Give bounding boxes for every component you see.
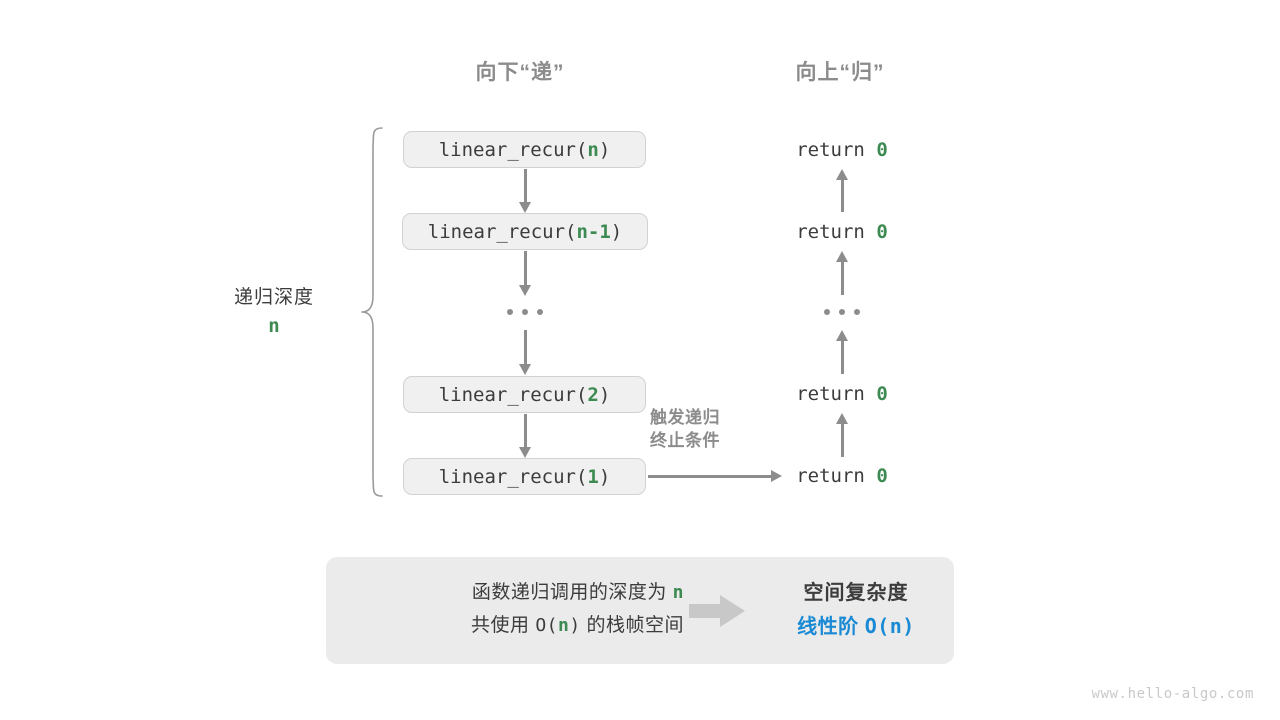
return-value-2: 0 <box>876 221 888 243</box>
summary-line-2-text-a: 共使用 <box>471 614 530 636</box>
summary-result: 线性阶 O(n) <box>766 610 946 644</box>
return-value-1: 0 <box>876 139 888 161</box>
trigger-note: 触发递归 终止条件 <box>650 406 780 452</box>
return-label-4: return 0 <box>762 465 922 487</box>
call-box-n-prefix: linear_recur( <box>438 138 588 161</box>
summary-line-1-text: 函数递归调用的深度为 <box>471 582 667 603</box>
return-keyword-2: return <box>796 221 865 243</box>
summary-line-2-bigo-open: O( <box>535 614 559 636</box>
depth-brace-icon <box>361 127 383 497</box>
arrow-down-2 <box>518 251 532 296</box>
call-column-ellipsis <box>507 309 543 315</box>
return-keyword-3: return <box>796 383 865 405</box>
call-box-n-suffix: ) <box>598 138 611 161</box>
call-box-1-suffix: ) <box>598 465 611 488</box>
arrow-up-4 <box>835 413 849 457</box>
summary-right-text: 空间复杂度 线性阶 O(n) <box>766 577 946 644</box>
arrow-up-2 <box>835 251 849 295</box>
call-box-1: linear_recur(1) <box>403 458 646 495</box>
call-box-n-minus-1-prefix: linear_recur( <box>427 220 577 243</box>
call-box-n-minus-1-suffix: ) <box>610 220 623 243</box>
return-label-1: return 0 <box>762 139 922 161</box>
summary-line-2-var: n <box>558 614 570 636</box>
arrow-down-3 <box>518 330 532 375</box>
watermark: www.hello-algo.com <box>1091 686 1254 702</box>
return-value-4: 0 <box>876 465 888 487</box>
summary-left-text: 函数递归调用的深度为 n 共使用 O(n) 的栈帧空间 <box>354 577 684 642</box>
call-box-2-prefix: linear_recur( <box>438 383 588 406</box>
column-header-descend: 向下“递” <box>475 61 565 84</box>
summary-title: 空间复杂度 <box>803 582 909 604</box>
summary-panel: 函数递归调用的深度为 n 共使用 O(n) 的栈帧空间 空间复杂度 线性阶 O(… <box>326 557 954 664</box>
recursion-depth-value: n <box>268 315 280 337</box>
summary-result-value: O(n) <box>864 614 915 638</box>
return-keyword-4: return <box>796 465 865 487</box>
arrow-up-3 <box>835 330 849 374</box>
recursion-depth-text: 递归深度 <box>233 287 314 308</box>
recursion-depth-label: 递归深度 n <box>190 282 358 337</box>
return-label-3: return 0 <box>762 383 922 405</box>
call-box-n-minus-1-arg: n-1 <box>576 220 611 243</box>
call-box-2-suffix: ) <box>598 383 611 406</box>
trigger-note-line2: 终止条件 <box>650 431 720 451</box>
implies-arrow-icon <box>689 595 745 627</box>
column-header-ascend: 向上“归” <box>795 61 885 84</box>
summary-result-name: 线性阶 <box>797 616 859 638</box>
return-column-ellipsis <box>824 309 860 315</box>
call-box-n: linear_recur(n) <box>403 131 646 168</box>
arrow-down-1 <box>518 169 532 213</box>
summary-line-1: 函数递归调用的深度为 n <box>354 577 684 610</box>
call-box-n-minus-1: linear_recur(n-1) <box>402 213 648 250</box>
call-box-n-arg: n <box>587 138 599 161</box>
return-label-2: return 0 <box>762 221 922 243</box>
return-keyword-1: return <box>796 139 865 161</box>
summary-line-2-text-b: 的栈帧空间 <box>586 614 684 636</box>
summary-line-1-var: n <box>672 582 684 603</box>
arrow-base-case <box>648 469 782 483</box>
summary-line-2-bigo-close: ) <box>569 614 581 636</box>
return-value-3: 0 <box>876 383 888 405</box>
arrow-down-4 <box>518 414 532 458</box>
arrow-up-1 <box>835 169 849 212</box>
call-box-2-arg: 2 <box>587 383 599 406</box>
trigger-note-line1: 触发递归 <box>650 408 720 427</box>
summary-line-2: 共使用 O(n) 的栈帧空间 <box>354 610 684 643</box>
call-box-2: linear_recur(2) <box>403 376 646 413</box>
call-box-1-prefix: linear_recur( <box>438 465 588 488</box>
call-box-1-arg: 1 <box>587 465 599 488</box>
